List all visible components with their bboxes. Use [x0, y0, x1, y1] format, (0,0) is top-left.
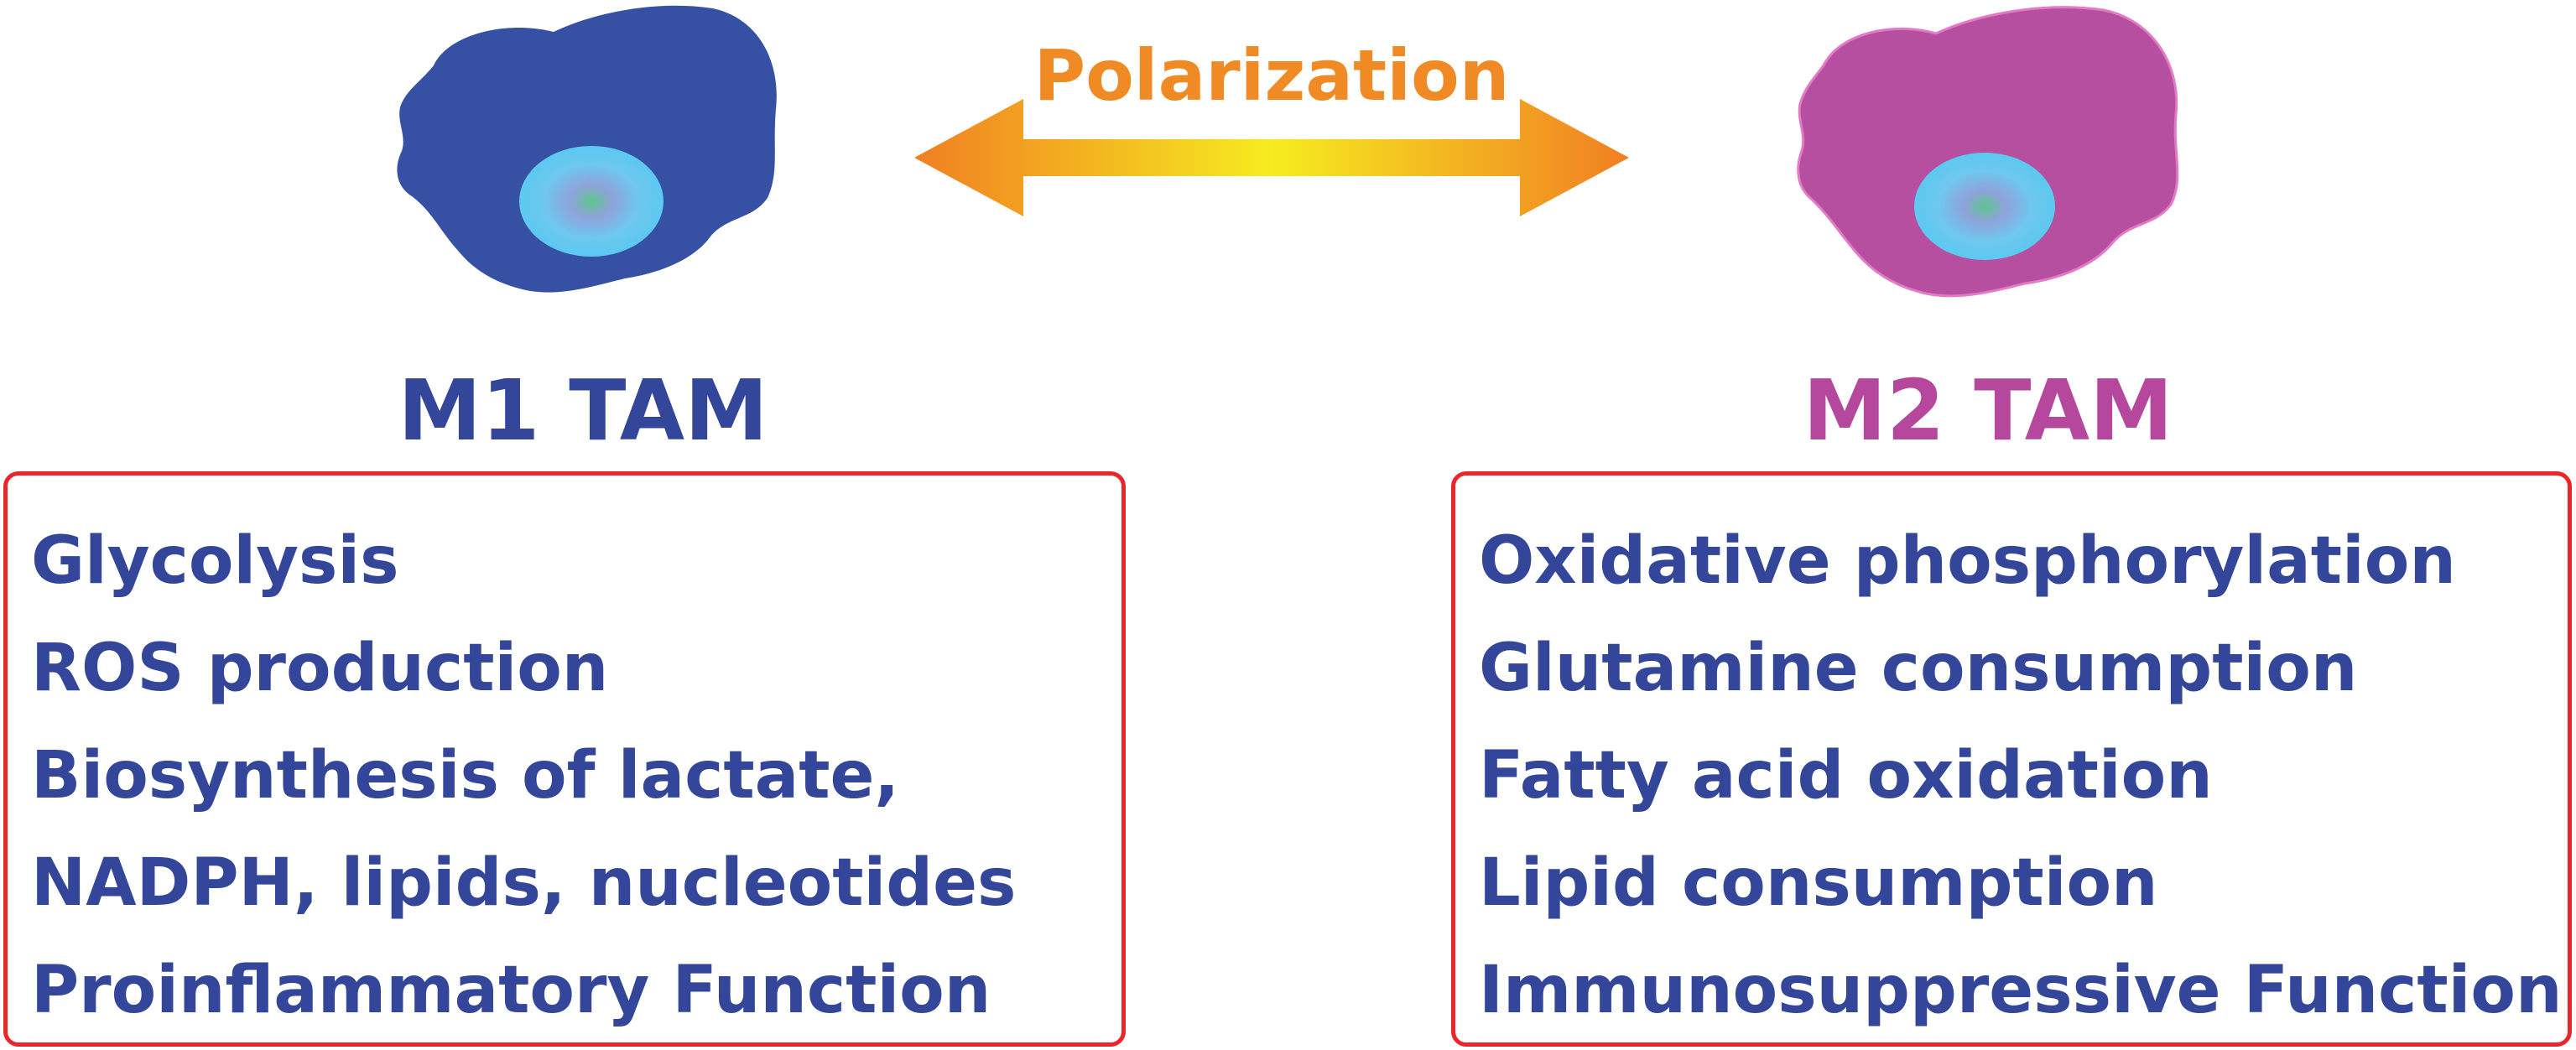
m1-tam-title: M1 TAM — [398, 361, 768, 460]
m2-feature-item: Fatty acid oxidation — [1479, 738, 2213, 813]
m2-feature-item: Oxidative phosphorylation — [1479, 523, 2456, 599]
m2-feature-item: Glutamine consumption — [1479, 631, 2358, 706]
m2-tam-title: M2 TAM — [1803, 361, 2173, 460]
m1-feature-item: NADPH, lipids, nucleotides — [31, 845, 1017, 921]
double-arrow-shape — [914, 99, 1629, 216]
m1-feature-list: Glycolysis ROS production Biosynthesis o… — [31, 507, 1016, 1044]
m2-cell-shape — [1797, 6, 2179, 298]
m1-feature-item: ROS production — [31, 631, 609, 706]
polarization-label: Polarization — [1033, 34, 1510, 117]
m2-feature-item: Immunosuppressive Function — [1479, 953, 2563, 1028]
double-arrow-icon — [914, 99, 1629, 216]
m2-cell-body — [1797, 6, 2179, 298]
m2-macrophage-illustration — [1785, 0, 2188, 304]
polarization-double-arrow — [914, 99, 1629, 216]
m1-nucleus — [519, 146, 664, 257]
m2-features-box: Oxidative phosphorylation Glutamine cons… — [1451, 471, 2572, 1047]
m2-feature-list: Oxidative phosphorylation Glutamine cons… — [1479, 507, 2563, 1044]
m2-nucleus — [1914, 153, 2055, 260]
m1-cell-shape — [397, 5, 777, 293]
m1-feature-item: Proinflammatory Function — [31, 953, 991, 1028]
m1-feature-item: Biosynthesis of lactate, — [31, 738, 900, 813]
m1-feature-item: Glycolysis — [31, 523, 399, 599]
m1-features-box: Glycolysis ROS production Biosynthesis o… — [3, 471, 1126, 1047]
m2-feature-item: Lipid consumption — [1479, 845, 2158, 921]
m1-macrophage-illustration — [382, 0, 786, 302]
